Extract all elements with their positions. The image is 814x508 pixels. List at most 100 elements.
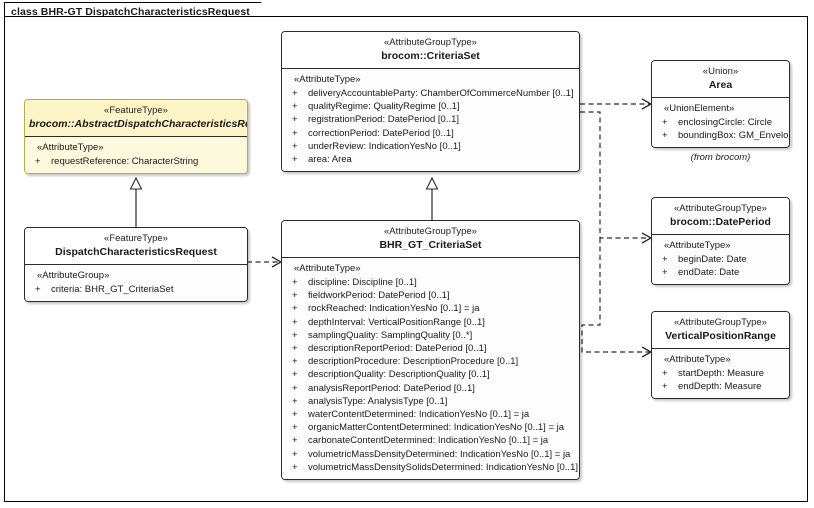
attribute-text: fieldworkPeriod: DatePeriod [0..1] xyxy=(308,290,450,302)
attribute-row: +beginDate: Date xyxy=(654,253,787,266)
class-stereotype: «AttributeGroupType» xyxy=(674,317,767,328)
attribute-visibility: + xyxy=(292,88,298,99)
attribute-text: requestReference: CharacterString xyxy=(51,156,199,167)
class-header: «AttributeGroupType» brocom::CriteriaSet xyxy=(282,32,579,68)
attribute-text: area: Area xyxy=(308,154,352,166)
attribute-row: + analysisType: AnalysisType [0..1] xyxy=(284,395,577,408)
attribute-visibility: + xyxy=(292,329,298,341)
attribute-visibility: + xyxy=(662,381,668,393)
attribute-row: +carbonateContentDetermined: IndicationY… xyxy=(284,434,577,447)
attribute-row: + underReview: IndicationYesNo [0..1] xyxy=(284,140,577,153)
attribute-visibility: + xyxy=(292,114,298,126)
compartment-stereotype: «UnionElement» xyxy=(664,103,735,114)
attribute-visibility: + xyxy=(292,316,298,328)
attribute-text: analysisType: AnalysisType [0..1] xyxy=(308,395,448,407)
attribute-row: +discipline: Discipline [0..1] xyxy=(284,276,577,289)
class-name: brocom::DatePeriod xyxy=(670,216,771,228)
attribute-visibility: + xyxy=(292,303,298,315)
attribute-text: volumetricMassDensityDetermined: Indicat… xyxy=(308,448,571,460)
attribute-text: organicMatterContentDetermined: Indicati… xyxy=(308,422,565,434)
attribute-visibility: + xyxy=(292,369,298,381)
compartment-stereotype: «AttributeType» xyxy=(294,263,361,274)
attribute-text: waterContentDetermined: IndicationYesNo … xyxy=(308,409,530,421)
attribute-visibility: + xyxy=(292,290,298,302)
attribute-row: + waterContentDetermined: IndicationYesNo… xyxy=(284,408,577,421)
attribute-text: endDate: Date xyxy=(678,267,740,279)
attribute-text: volumetricMassDensitySolidsDetermined: I… xyxy=(308,461,580,473)
attribute-text: registrationPeriod: DatePeriod [0..1] xyxy=(308,114,460,126)
attribute-row: + samplingQuality: SamplingQuality [0..*] xyxy=(284,329,577,342)
attribute-text: descriptionProcedure: DescriptionProcedu… xyxy=(308,356,519,368)
class-box-bhr-gt-criteria-set[interactable]: «AttributeGroupType» BHR_GT_CriteriaSet … xyxy=(281,220,580,481)
class-stereotype: «AttributeGroupType» xyxy=(674,203,767,214)
class-attribute-compartment: «AttributeType» + requestReference: Char… xyxy=(25,136,247,174)
attribute-text: startDepth: Measure xyxy=(678,368,765,379)
class-stereotype: «AttributeGroupType» xyxy=(384,226,477,237)
attribute-visibility: + xyxy=(292,395,298,407)
attribute-text: endDepth: Measure xyxy=(678,381,762,393)
class-stereotype: «FeatureType» xyxy=(104,105,168,116)
attribute-text: samplingQuality: SamplingQuality [0..*] xyxy=(308,329,473,341)
attribute-visibility: + xyxy=(662,254,668,265)
class-box-area[interactable]: «Union» Area «UnionElement» +enclosingCi… xyxy=(651,60,790,149)
attribute-visibility: + xyxy=(292,154,298,166)
attribute-row: + volumetricMassDensityDetermined: Indica… xyxy=(284,448,577,461)
attribute-row: + requestReference: CharacterString xyxy=(27,155,245,168)
attribute-row: +endDate: Date xyxy=(654,266,787,279)
class-stereotype: «AttributeGroupType» xyxy=(384,37,477,48)
attribute-visibility: + xyxy=(292,140,298,152)
class-name: brocom::AbstractDispatchCharacteristicsR… xyxy=(29,118,247,130)
attribute-text: descriptionReportPeriod: DatePeriod [0..… xyxy=(308,343,487,355)
class-attribute-compartment: «AttributeType» + deliveryAccountablePart… xyxy=(282,68,579,172)
class-box-vertical-position-range[interactable]: «AttributeGroupType» VerticalPositionRan… xyxy=(651,311,790,400)
diagram-title-tab: class BHR-GT DispatchCharacteristicsRequ… xyxy=(4,2,277,20)
diagram-title: class BHR-GT DispatchCharacteristicsRequ… xyxy=(11,6,250,18)
attribute-visibility: + xyxy=(292,356,298,368)
attribute-text: criteria: BHR_GT_CriteriaSet xyxy=(51,284,174,295)
attribute-row: + endDepth: Measure xyxy=(654,380,787,393)
attribute-text: enclosingCircle: Circle xyxy=(678,117,772,128)
class-name: Area xyxy=(708,79,733,91)
attribute-row: +descriptionReportPeriod: DatePeriod [0.… xyxy=(284,342,577,355)
class-box-brocom-criteria-set[interactable]: «AttributeGroupType» brocom::CriteriaSet… xyxy=(281,31,580,173)
compartment-stereotype: «AttributeType» xyxy=(294,74,361,85)
compartment-stereotype: «AttributeType» xyxy=(664,240,731,251)
attribute-row: + analysisReportPeriod: DatePeriod [0..1] xyxy=(284,382,577,395)
attribute-text: underReview: IndicationYesNo [0..1] xyxy=(308,140,461,152)
attribute-text: analysisReportPeriod: DatePeriod [0..1] xyxy=(308,382,475,394)
attribute-visibility: + xyxy=(292,127,298,139)
attribute-text: boundingBox: GM_Envelope xyxy=(678,130,790,142)
attribute-row: +qualityRegime: QualityRegime [0..1] xyxy=(284,100,577,113)
attribute-row: +depthInterval: VerticalPositionRange [0… xyxy=(284,316,577,329)
attribute-text: discipline: Discipline [0..1] xyxy=(308,277,417,288)
attribute-row: + volumetricMassDensitySolidsDetermined: … xyxy=(284,461,580,474)
attribute-visibility: + xyxy=(292,448,298,460)
area-package-note: (from brocom) xyxy=(690,152,751,163)
class-name: BHR_GT_CriteriaSet xyxy=(379,239,482,251)
attribute-visibility: + xyxy=(662,368,668,379)
class-box-dispatch-characteristics-request[interactable]: «FeatureType» DispatchCharacteristicsReq… xyxy=(24,227,248,303)
compartment-stereotype: «AttributeType» xyxy=(664,354,731,365)
attribute-row: + fieldworkPeriod: DatePeriod [0..1] xyxy=(284,289,577,302)
attribute-text: carbonateContentDetermined: IndicationYe… xyxy=(308,435,549,447)
attribute-row: + registrationPeriod: DatePeriod [0..1] xyxy=(284,113,577,126)
attribute-visibility: + xyxy=(292,461,298,473)
attribute-row: +organicMatterContentDetermined: Indicat… xyxy=(284,421,577,434)
class-header: «AttributeGroupType» VerticalPositionRan… xyxy=(652,312,789,348)
class-header: «Union» Area xyxy=(652,61,789,97)
class-header: «FeatureType» DispatchCharacteristicsReq… xyxy=(25,228,247,264)
class-box-abstract-dispatch-characteristics-request[interactable]: «FeatureType» brocom::AbstractDispatchCh… xyxy=(24,99,248,175)
class-attribute-compartment: «AttributeType» +beginDate: Date +endDat… xyxy=(652,234,789,285)
attribute-row: + criteria: BHR_GT_CriteriaSet xyxy=(27,283,245,296)
attribute-row: + correctionPeriod: DatePeriod [0..1] xyxy=(284,127,577,140)
class-header: «AttributeGroupType» BHR_GT_CriteriaSet xyxy=(282,221,579,257)
attribute-text: correctionPeriod: DatePeriod [0..1] xyxy=(308,127,454,139)
attribute-visibility: + xyxy=(292,382,298,394)
class-header: «FeatureType» brocom::AbstractDispatchCh… xyxy=(25,100,247,136)
attribute-text: deliveryAccountableParty: ChamberOfComme… xyxy=(308,88,574,99)
class-box-brocom-date-period[interactable]: «AttributeGroupType» brocom::DatePeriod … xyxy=(651,197,790,286)
attribute-text: qualityRegime: QualityRegime [0..1] xyxy=(308,101,460,113)
connector-dependency-bhrgt-to-verticalpositionrange xyxy=(581,238,653,358)
class-attribute-compartment: «UnionElement» +enclosingCircle: Circle … xyxy=(652,97,790,148)
attribute-visibility: + xyxy=(292,409,298,421)
